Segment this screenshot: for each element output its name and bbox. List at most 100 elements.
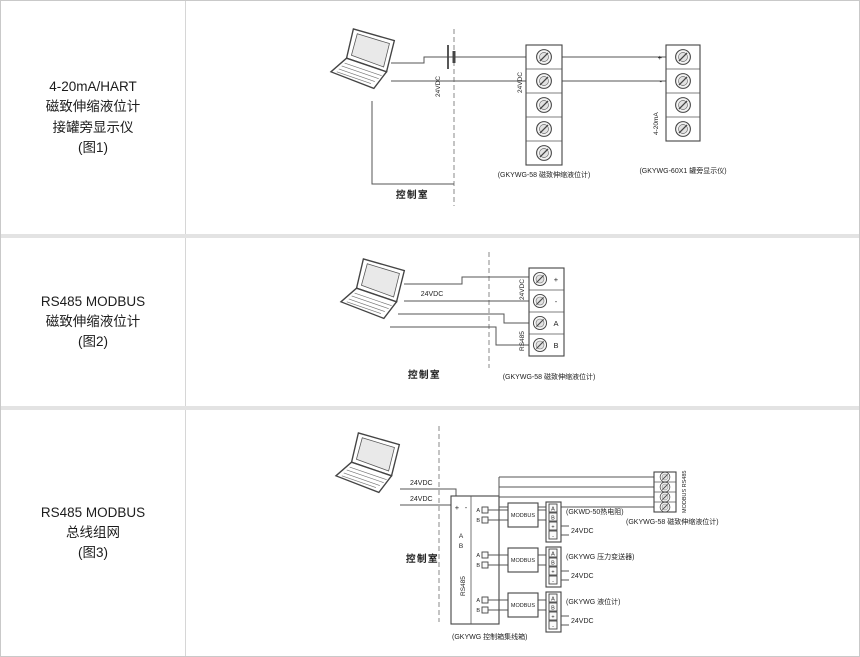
figure-2-row: RS485 MODBUS 磁致伸缩液位计 (图2) 控制室 24VDC bbox=[1, 234, 859, 406]
transmitter-caption: (GKYWG-58 磁致伸缩液位计) bbox=[498, 170, 591, 179]
screw-terminal-icon bbox=[674, 96, 692, 114]
minus-terminal-label: - bbox=[552, 534, 554, 540]
modbus-label: MODBUS bbox=[511, 603, 535, 609]
branch-caption: (GKYWG 液位计) bbox=[566, 597, 620, 606]
screw-terminal-icon bbox=[659, 471, 671, 483]
minus-terminal-label: - bbox=[555, 297, 558, 306]
figure-2-diagram: 控制室 24VDC + - bbox=[186, 238, 859, 406]
laptop-icon bbox=[335, 432, 401, 494]
plus-terminal-label: + bbox=[551, 570, 554, 576]
plus-terminal-label: + bbox=[551, 525, 554, 531]
figure-3-diagram: 控制室 24VDC 24VDC + - A B RS485 bbox=[186, 410, 859, 656]
terminal-b-label: B bbox=[551, 606, 555, 612]
branch-power-label: 24VDC bbox=[571, 618, 594, 625]
hub-channel-b-label: B bbox=[459, 543, 463, 550]
screw-terminal-icon bbox=[535, 120, 553, 138]
level-transmitter-block: MODBUS RS485 bbox=[653, 471, 688, 513]
screw-terminal-icon bbox=[535, 48, 553, 66]
figure-title-line: (图1) bbox=[78, 139, 108, 155]
laptop-icon bbox=[330, 28, 396, 90]
screw-terminal-icon bbox=[532, 271, 548, 287]
supply-voltage-label: 24VDC bbox=[410, 496, 433, 503]
screw-terminal-icon bbox=[659, 481, 671, 493]
pair-b-label: B bbox=[476, 563, 480, 569]
screw-terminal-icon bbox=[535, 144, 553, 162]
screw-terminal-icon bbox=[535, 72, 553, 90]
transmitter-terminal-block: 24VDC bbox=[517, 44, 563, 166]
minus-terminal-label: - bbox=[552, 624, 554, 630]
figure-2-title: RS485 MODBUS 磁致伸缩液位计 (图2) bbox=[1, 238, 186, 406]
transmitter-caption: (GKYWG-58 磁致伸缩液位计) bbox=[503, 372, 596, 381]
level-transmitter-caption: (GKYWG-58 磁致伸缩液位计) bbox=[626, 517, 719, 526]
screw-terminal-icon bbox=[532, 337, 548, 353]
branch-power-label: 24VDC bbox=[571, 528, 594, 535]
plus-terminal-label: + bbox=[551, 615, 554, 621]
modbus-branch-3: MODBUS A B + - (GKYWG 液位计) 24VDC bbox=[488, 591, 620, 633]
screw-terminal-icon bbox=[532, 315, 548, 331]
pair-a-label: A bbox=[476, 553, 480, 559]
power-supply-24vdc: 24VDC bbox=[435, 45, 456, 97]
control-room-label: 控制室 bbox=[408, 369, 441, 381]
terminal-b-label: B bbox=[551, 516, 555, 522]
hub-minus-label: - bbox=[465, 503, 468, 512]
screw-terminal-icon bbox=[659, 501, 671, 513]
wires bbox=[371, 56, 666, 185]
pair-a-label: A bbox=[476, 508, 480, 514]
screw-terminal-icon bbox=[674, 120, 692, 138]
branch-caption: (GKWD-50热电阻) bbox=[566, 507, 624, 516]
terminal-side-label: 4-20mA bbox=[653, 112, 660, 135]
modbus-branch-1: MODBUS A B + - (GKWD-50热电阻) 24VDC bbox=[488, 501, 624, 543]
terminal-b-label: B bbox=[553, 341, 558, 350]
modbus-label: MODBUS bbox=[511, 513, 535, 519]
terminal-a-label: A bbox=[551, 552, 555, 558]
figure-title-line: 总线组网 bbox=[66, 524, 120, 540]
pair-a-label: A bbox=[476, 598, 480, 604]
hub-channel-a-label: A bbox=[459, 533, 464, 540]
minus-terminal-label: - bbox=[660, 77, 663, 86]
figure-title-line: 磁致伸缩液位计 bbox=[45, 313, 141, 329]
supply-voltage-label: 24VDC bbox=[435, 76, 442, 97]
hub-side-label: RS485 bbox=[460, 576, 467, 596]
plus-terminal-label: + bbox=[554, 275, 559, 284]
figure-title-line: RS485 MODBUS bbox=[40, 504, 146, 520]
figure-3-title: RS485 MODBUS 总线组网 (图3) bbox=[1, 410, 186, 656]
display-terminal-block: + - 4-20mA bbox=[653, 44, 701, 142]
terminal-a-label: A bbox=[551, 507, 555, 513]
control-room-label: 控制室 bbox=[396, 189, 429, 201]
modbus-label: MODBUS bbox=[511, 558, 535, 564]
figure-title-line: (图2) bbox=[78, 334, 108, 350]
pair-b-label: B bbox=[476, 518, 480, 524]
display-caption: (GKYWG-60X1 罐旁显示仪) bbox=[639, 166, 726, 175]
terminal-side-label: RS485 bbox=[519, 331, 526, 351]
screw-terminal-icon bbox=[674, 48, 692, 66]
terminal-b-label: B bbox=[551, 561, 555, 567]
figure-3-row: RS485 MODBUS 总线组网 (图3) 控制室 24VDC 24VDC bbox=[1, 406, 859, 656]
pair-b-label: B bbox=[476, 608, 480, 614]
minus-terminal-label: - bbox=[552, 579, 554, 585]
transmitter-terminal-block: + - A B 24VDC RS485 bbox=[519, 267, 565, 357]
figure-title-line: 磁致伸缩液位计 bbox=[45, 99, 141, 115]
control-room-label: 控制室 bbox=[406, 553, 439, 565]
rs485-hub-box: + - A B RS485 A B A B A B bbox=[450, 495, 500, 625]
terminal-side-label: 24VDC bbox=[517, 72, 524, 93]
branch-caption: (GKYWG 压力变送器) bbox=[566, 552, 634, 561]
figure-1-title: 4-20mA/HART 磁致伸缩液位计 接罐旁显示仪 (图1) bbox=[1, 1, 186, 234]
hub-plus-label: + bbox=[455, 503, 460, 512]
wires bbox=[390, 276, 529, 346]
figure-title-line: 接罐旁显示仪 bbox=[52, 119, 134, 135]
laptop-icon bbox=[340, 258, 406, 320]
figure-3-svg: 控制室 24VDC 24VDC + - A B RS485 bbox=[335, 426, 719, 641]
terminal-side-label: 24VDC bbox=[519, 279, 526, 300]
terminal-a-label: A bbox=[551, 597, 555, 603]
modbus-branch-2: MODBUS A B + - (GKYWG 压力变送器) 24VDC bbox=[488, 546, 634, 588]
supply-voltage-label: 24VDC bbox=[410, 480, 433, 487]
figure-1-svg: 控制室 24VDC bbox=[330, 28, 727, 206]
plus-terminal-label: + bbox=[658, 53, 663, 62]
figure-title-line: 4-20mA/HART bbox=[49, 79, 137, 94]
figure-title-line: RS485 MODBUS bbox=[40, 293, 146, 309]
figure-title-line: (图3) bbox=[78, 545, 108, 561]
screw-terminal-icon bbox=[659, 491, 671, 503]
screw-terminal-icon bbox=[532, 293, 548, 309]
supply-voltage-label: 24VDC bbox=[421, 291, 444, 298]
